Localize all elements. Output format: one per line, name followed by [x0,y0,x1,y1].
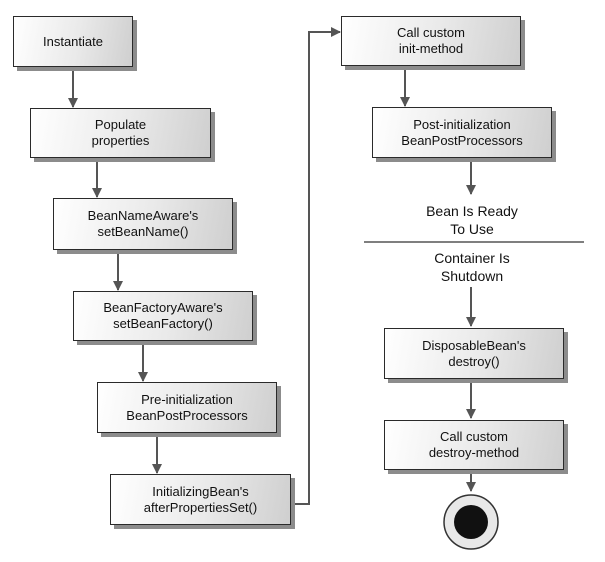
step-post-initialization: Post-initialization BeanPostProcessors [372,107,552,158]
step-custom-destroy-method: Call custom destroy-method [384,420,564,470]
step-bean-factory-aware: BeanFactoryAware's setBeanFactory() [73,291,253,341]
step-instantiate: Instantiate [13,16,133,67]
step-bean-name-aware: BeanNameAware's setBeanName() [53,198,233,250]
step-pre-initialization: Pre-initialization BeanPostProcessors [97,382,277,433]
step-populate-properties: Populate properties [30,108,211,158]
arrow-initializingbean-to-custom-init [291,27,341,505]
end-node [443,494,499,550]
state-container-shutdown: Container Is Shutdown [434,250,510,284]
state-bean-ready: Bean Is Ready To Use [426,203,518,237]
step-disposable-bean: DisposableBean's destroy() [384,328,564,379]
step-custom-init-method: Call custom init-method [341,16,521,66]
step-initializing-bean: InitializingBean's afterPropertiesSet() [110,474,291,525]
